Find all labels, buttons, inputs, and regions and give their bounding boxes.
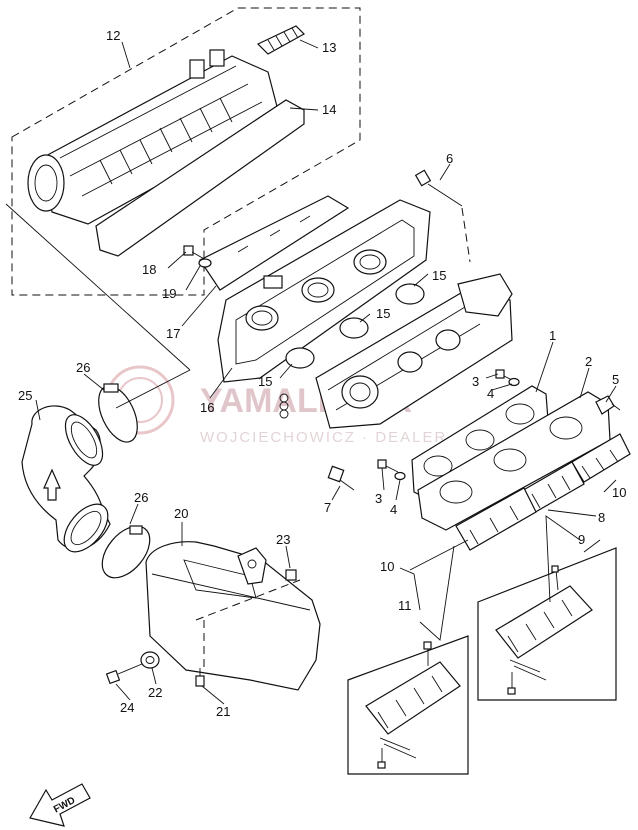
callout-23: 23 — [276, 532, 290, 547]
callout-6: 6 — [446, 151, 453, 166]
leader-lines — [5, 39, 617, 705]
reed-valve-lower — [455, 487, 537, 551]
callout-3: 3 — [472, 374, 479, 389]
callout-1: 1 — [549, 328, 556, 343]
callout-26: 26 — [134, 490, 148, 505]
bolt-3-lower — [377, 459, 399, 473]
callout-12: 12 — [106, 28, 120, 43]
watermark-sub: WOJCIECHOWICZ · DEALER — [200, 429, 447, 446]
fitting-5 — [595, 395, 621, 415]
callout-18: 18 — [142, 262, 156, 277]
bolt-24 — [105, 663, 143, 685]
callout-14: 14 — [322, 102, 336, 117]
callout-26: 26 — [76, 360, 90, 375]
callout-5: 5 — [612, 372, 619, 387]
callout-25: 25 — [18, 388, 32, 403]
o-ring-1 — [395, 283, 425, 305]
fwd-arrow: FWD — [29, 783, 91, 827]
airbox-group-outline — [11, 7, 361, 296]
bolt-23 — [285, 569, 297, 581]
intake-plenum-cover — [217, 199, 431, 383]
callout-24: 24 — [120, 700, 134, 715]
hose-clamp-upper — [98, 383, 138, 443]
grommet-22 — [140, 651, 160, 669]
clip — [256, 25, 305, 55]
callout-20: 20 — [174, 506, 188, 521]
callout-19: 19 — [162, 286, 176, 301]
callout-13: 13 — [322, 40, 336, 55]
plate — [199, 195, 350, 291]
callout-4: 4 — [487, 386, 494, 401]
callout-22: 22 — [148, 685, 162, 700]
reed-valve-detail-box-left — [347, 635, 469, 775]
o-ring-3 — [285, 347, 315, 369]
intake-silencer — [145, 541, 321, 691]
callout-4: 4 — [390, 502, 397, 517]
bolt-21 — [195, 668, 205, 687]
callout-7: 7 — [324, 500, 331, 515]
bolt-18 — [183, 245, 207, 261]
washer-19 — [198, 258, 212, 268]
callout-16: 16 — [200, 400, 214, 415]
reed-valve-detail-box-right — [477, 547, 617, 701]
o-ring-2 — [339, 317, 369, 339]
callout-21: 21 — [216, 704, 230, 719]
air-box-gasket — [95, 99, 305, 257]
washer-4-lower — [394, 471, 406, 481]
callout-10: 10 — [380, 559, 394, 574]
callout-2: 2 — [585, 354, 592, 369]
reed-valve-upper — [571, 433, 631, 483]
callout-9: 9 — [578, 532, 585, 547]
bolt-6 — [414, 169, 471, 263]
throttle-body-assembly — [279, 273, 513, 429]
callout-15: 15 — [376, 306, 390, 321]
callout-8: 8 — [598, 510, 605, 525]
hose-clamp-lower — [101, 525, 151, 579]
callout-15: 15 — [432, 268, 446, 283]
air-box — [27, 49, 281, 225]
callout-15: 15 — [258, 374, 272, 389]
intake-duct — [21, 405, 111, 553]
callout-17: 17 — [166, 326, 180, 341]
callout-11: 11 — [398, 598, 412, 613]
bolt-7 — [327, 465, 355, 491]
callout-labels: 1 2 3 3 4 4 5 6 7 8 9 10 10 11 12 13 14 … — [18, 28, 626, 719]
callout-10: 10 — [612, 485, 626, 500]
callout-3: 3 — [375, 491, 382, 506]
